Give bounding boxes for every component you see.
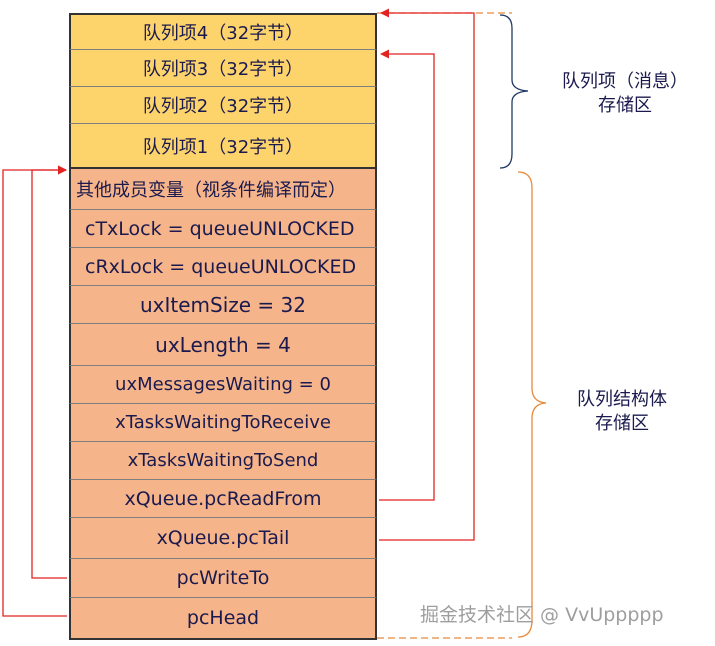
field-label: pcWriteTo: [176, 567, 270, 589]
items-storage-label: 队列项（消息） 存储区: [540, 70, 710, 118]
queue-item-1: 队列项1（32字节）: [69, 124, 377, 169]
field-label: cTxLock = queueUNLOCKED: [85, 217, 355, 240]
pcwriteto-arrow: [31, 165, 67, 579]
field-label: pcHead: [186, 607, 260, 629]
field-label: uxMessagesWaiting = 0: [115, 374, 331, 395]
items-storage-label-line2: 存储区: [598, 95, 652, 116]
field-label: uxLength = 4: [155, 332, 291, 357]
queue-item-4: 队列项4（32字节）: [69, 13, 377, 50]
field-uxmessageswaiting: uxMessagesWaiting = 0: [69, 366, 377, 404]
queue-item-label: 队列项2（32字节）: [142, 96, 304, 117]
struct-storage-label: 队列结构体 存储区: [552, 388, 692, 436]
field-uxlength: uxLength = 4: [69, 324, 377, 366]
field-label: cRxLock = queueUNLOCKED: [85, 255, 357, 278]
field-other-members: 其他成员变量（视条件编译而定）: [69, 169, 377, 210]
field-label: xQueue.pcTail: [156, 527, 290, 549]
field-label: xTasksWaitingToReceive: [115, 412, 331, 433]
items-storage-label-line1: 队列项（消息）: [562, 71, 688, 92]
field-pchead: pcHead: [69, 598, 377, 640]
field-label: xTasksWaitingToSend: [127, 450, 319, 471]
field-xtaskswaitingtoreceive: xTasksWaitingToReceive: [69, 404, 377, 442]
field-label: xQueue.pcReadFrom: [124, 487, 322, 510]
field-label: 其他成员变量（视条件编译而定）: [76, 180, 346, 201]
field-label: uxItemSize = 32: [139, 292, 306, 317]
pcreadfrom-arrow: [379, 49, 435, 501]
struct-storage-label-line1: 队列结构体: [577, 389, 667, 410]
field-xtaskswaitingtosend: xTasksWaitingToSend: [69, 442, 377, 480]
field-pcreadfrom: xQueue.pcReadFrom: [69, 480, 377, 518]
struct-brace: [517, 171, 547, 638]
queue-item-3: 队列项3（32字节）: [69, 50, 377, 87]
field-uxitemsize: uxItemSize = 32: [69, 286, 377, 324]
field-pctail: xQueue.pcTail: [69, 518, 377, 559]
queue-item-label: 队列项1（32字节）: [142, 136, 304, 158]
struct-storage-label-line2: 存储区: [595, 413, 649, 434]
field-pcwriteto: pcWriteTo: [69, 559, 377, 598]
queue-item-label: 队列项4（32字节）: [142, 23, 304, 44]
field-ctxlock: cTxLock = queueUNLOCKED: [69, 210, 377, 248]
pchead-arrow: [2, 165, 67, 617]
queue-item-2: 队列项2（32字节）: [69, 87, 377, 124]
field-crxlock: cRxLock = queueUNLOCKED: [69, 248, 377, 286]
items-brace: [499, 14, 529, 169]
watermark: 掘金技术社区 @ VvUppppp: [420, 604, 664, 626]
pctail-arrow: [379, 8, 475, 541]
queue-item-label: 队列项3（32字节）: [142, 59, 304, 80]
